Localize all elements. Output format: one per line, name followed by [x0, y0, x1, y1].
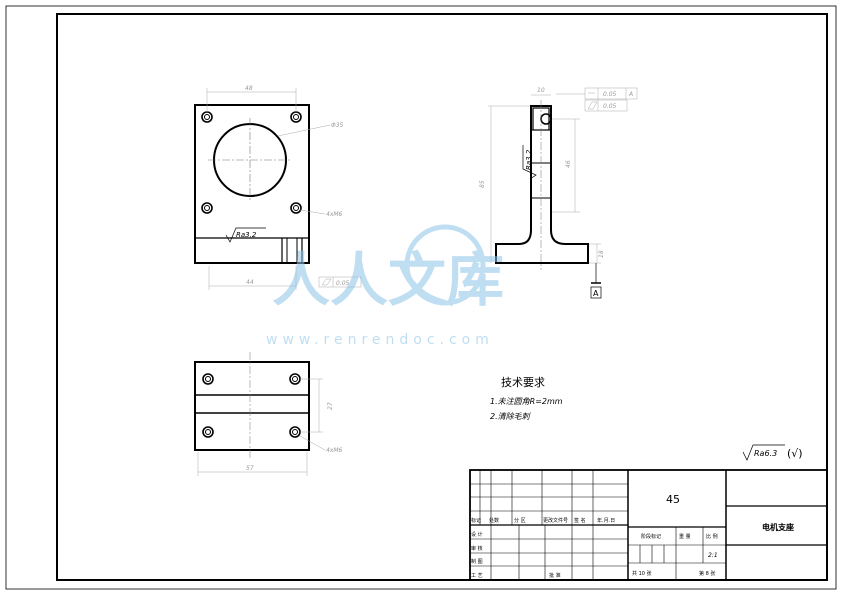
- dim-top-height: 27: [327, 402, 334, 410]
- tb-shenhe: 审 核: [471, 545, 483, 552]
- tb-total-sheets: 共 10 张: [632, 570, 652, 577]
- dim-side-base: 18: [598, 250, 605, 258]
- tb-chushu: 处数: [489, 517, 499, 524]
- tol-front-flatness: 0.05: [336, 280, 350, 287]
- top-view: 27 57 4xM6: [194, 352, 343, 476]
- technical-requirements: 技术要求 1.未注圆角R=2mm 2.清除毛刺: [490, 376, 563, 421]
- dim-top-width: 57: [246, 465, 254, 472]
- watermark-url: www.renrendoc.com: [266, 332, 494, 348]
- tb-scale: 比 例: [706, 533, 718, 540]
- watermark: 人人文库 www.renrendoc.com: [266, 224, 504, 348]
- tb-stage: 阶段标记: [641, 533, 661, 540]
- tb-scale-value: 2:1: [708, 552, 718, 559]
- dim-front-bottom: 44: [246, 279, 254, 286]
- dim-thread-front: 4xM6: [326, 211, 343, 218]
- dim-side-mid: 46: [565, 160, 572, 168]
- roughness-front: Ra3.2: [236, 231, 257, 239]
- dim-front-width: 48: [245, 85, 253, 92]
- outer-frame: [5, 5, 837, 590]
- title-block: [469, 469, 828, 581]
- datum-label: A: [593, 289, 599, 298]
- roughness-general: Ra6.3 (√): [742, 444, 803, 461]
- tol-side-1: 0.05: [603, 91, 617, 98]
- front-view: 48 Φ35 4xM6 44 Ra3.2 0.05: [194, 85, 362, 290]
- watermark-text: 人人文库: [272, 246, 504, 314]
- tb-riqi: 年.月.日: [597, 517, 615, 524]
- requirements-title: 技术要求: [501, 376, 545, 389]
- dim-side-top: 10: [537, 87, 545, 94]
- tb-sheji: 设 计: [471, 531, 483, 538]
- roughness-general-paren: (√): [787, 447, 803, 460]
- tb-sheet-no: 第 8 张: [699, 570, 715, 577]
- inner-frame: [56, 13, 828, 581]
- material: 45: [666, 493, 680, 506]
- tb-gongyi: 工 艺: [471, 573, 483, 579]
- requirement-2: 2.清除毛刺: [490, 412, 531, 421]
- tb-weight: 重 量: [679, 533, 691, 540]
- dim-side-height: 85: [479, 180, 486, 188]
- tb-pizhun: 批 准: [549, 572, 561, 579]
- tb-fenqu: 分 区: [514, 517, 526, 524]
- tol-side-datum: A: [628, 91, 633, 98]
- dim-thread-top: 4xM6: [326, 447, 343, 454]
- side-view: 10 85 46 18 Ra3.2 0.05 A 0.05 A: [479, 87, 638, 299]
- requirement-1: 1.未注圆角R=2mm: [490, 397, 563, 406]
- tb-qianming: 签 名: [574, 517, 586, 524]
- roughness-side: Ra3.2: [525, 149, 533, 170]
- part-name: 电机支座: [762, 522, 794, 532]
- title-block-text: 45 电机支座 标记 处数 分 区 更改文件号 签 名 年.月.日 设 计 审 …: [471, 493, 794, 579]
- tb-wenjian: 更改文件号: [543, 517, 568, 524]
- roughness-general-value: Ra6.3: [754, 449, 777, 458]
- dim-hole-diameter: Φ35: [331, 122, 344, 129]
- tb-biaoji: 标记: [471, 517, 481, 524]
- tb-zhitu: 制 图: [471, 558, 483, 565]
- front-holes: [201, 111, 302, 214]
- tol-side-2: 0.05: [603, 103, 617, 110]
